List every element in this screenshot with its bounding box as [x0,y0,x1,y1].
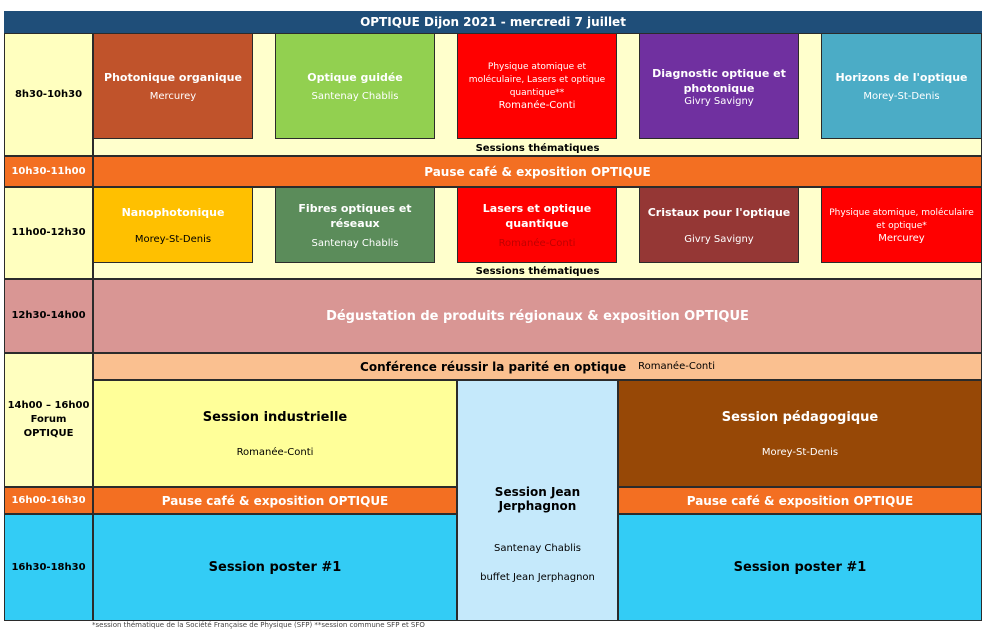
session-poster-left[interactable]: Session poster #1 [93,514,457,621]
time-slot-1: 8h30-10h30 [4,33,93,156]
conference-room: Romanée-Conti [638,361,715,372]
session-photonique-organique[interactable]: Photonique organique Mercurey [93,33,253,139]
session-room: Mercurey [878,232,925,244]
degustation-banner: Dégustation de produits régionaux & expo… [93,279,982,353]
buffet-label: buffet Jean Jerphagnon [480,572,595,583]
session-room: Santenay Chablis [311,237,399,249]
session-optique-guidee[interactable]: Optique guidée Santenay Chablis [275,33,435,139]
session-pedagogique[interactable]: Session pédagogique Morey-St-Denis [618,380,982,487]
sessions-thematiques-label-1: Sessions thématiques [475,142,600,154]
time-slot-5-forum: Forum OPTIQUE [23,414,74,439]
session-physique-atomique-moleculaire[interactable]: Physique atomique, moléculaire et optiqu… [821,187,982,263]
session-room: Santenay Chablis [311,91,399,102]
session-room: Morey-St-Denis [761,446,839,458]
session-room: Morey-St-Denis [863,91,940,102]
session-name: Session Jean Jerphagnon [494,485,581,513]
session-horizons-optique[interactable]: Horizons de l'optique Morey-St-Denis [821,33,982,139]
session-nanophotonique[interactable]: Nanophotonique Morey-St-Denis [93,187,253,263]
session-name: Photonique organique [104,71,242,84]
footnote: *session thématique de la Société França… [92,621,425,629]
session-name: Cristaux pour l'optique [647,206,791,219]
session-room: Santenay Chablis [493,543,581,554]
session-poster-right[interactable]: Session poster #1 [618,514,982,621]
session-room: Morey-St-Denis [134,234,212,245]
time-slot-2: 10h30-11h00 [4,156,93,187]
conference-parite[interactable]: Conférence réussir la parité en optique … [93,353,982,380]
session-physique-atomique-lasers[interactable]: Physique atomique et moléculaire, Lasers… [457,33,617,139]
session-room: Romanée-Conti [498,100,576,111]
time-slot-3: 11h00-12h30 [4,187,93,279]
session-room: Romanée-Conti [498,237,576,249]
time-slot-5: 14h00 – 16h00 Forum OPTIQUE [4,353,93,487]
session-room: Givry Savigny [684,95,754,107]
session-room: Givry Savigny [684,234,754,245]
pause-cafe-left: Pause café & exposition OPTIQUE [93,487,457,514]
session-name: Fibres optiques et réseaux [298,202,412,231]
session-cristaux-optique[interactable]: Cristaux pour l'optique Givry Savigny [639,187,799,263]
session-diagnostic-optique[interactable]: Diagnostic optique et photonique Givry S… [639,33,799,139]
session-room: Mercurey [149,91,197,102]
session-industrielle[interactable]: Session industrielle Romanée-Conti [93,380,457,487]
session-name: Lasers et optique quantique [482,202,592,231]
session-fibres-optiques[interactable]: Fibres optiques et réseaux Santenay Chab… [275,187,435,263]
time-slot-7: 16h30-18h30 [4,514,93,621]
time-slot-6: 16h00-16h30 [4,487,93,514]
session-name: Horizons de l'optique [835,71,968,84]
session-name: Diagnostic optique et photonique [652,66,786,95]
session-lasers-optique-quantique[interactable]: Lasers et optique quantique Romanée-Cont… [457,187,617,263]
session-name: Nanophotonique [121,206,225,219]
session-room: Romanée-Conti [236,446,314,458]
session-name: Physique atomique et moléculaire, Lasers… [468,62,606,98]
pause-cafe-1: Pause café & exposition OPTIQUE [93,156,982,187]
time-slot-5-hours: 14h00 – 16h00 [7,400,90,411]
time-slot-4: 12h30-14h00 [4,279,93,353]
session-name: Optique guidée [307,71,403,84]
session-name: Session pédagogique [721,409,879,425]
sessions-thematiques-label-2: Sessions thématiques [475,265,600,277]
session-name: Session industrielle [202,409,348,425]
conference-title: Conférence réussir la parité en optique [360,359,627,374]
session-name: Physique atomique, moléculaire et optiqu… [829,207,974,231]
session-jean-jerphagnon[interactable]: Session Jean Jerphagnon Santenay Chablis… [457,380,618,621]
pause-cafe-right: Pause café & exposition OPTIQUE [618,487,982,514]
page-title: OPTIQUE Dijon 2021 - mercredi 7 juillet [4,11,982,33]
